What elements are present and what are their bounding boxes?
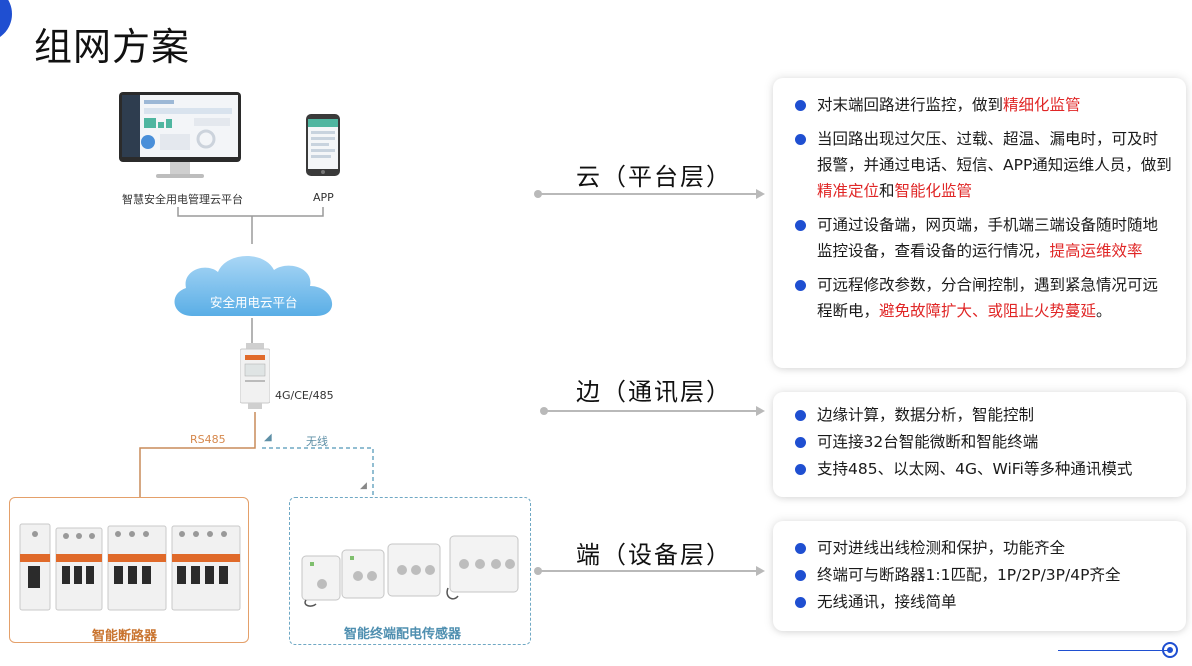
page-title: 组网方案	[34, 25, 191, 69]
bullet-dot-icon	[795, 220, 806, 231]
bullet-item: 可对进线出线检测和保护，功能齐全	[793, 535, 1172, 561]
bullet-text: 对末端回路进行监控，做到	[817, 96, 1004, 114]
gateway-icon	[239, 343, 271, 409]
platform-label: 智慧安全用电管理云平台	[122, 193, 243, 206]
layer-label-edge: 边（通讯层）	[576, 378, 732, 406]
diagram-connectors	[139, 207, 374, 497]
arrow-line-cloud	[538, 193, 756, 195]
bullet-item: 终端可与断路器1:1匹配，1P/2P/3P/4P齐全	[793, 562, 1172, 588]
highlight-text: 提高运维效率	[1049, 242, 1143, 260]
footer-line	[1058, 650, 1168, 651]
bullet-text: 终端可与断路器1:1匹配，1P/2P/3P/4P齐全	[817, 566, 1121, 584]
bullet-text: 可远程修改参数，分合闸控制，遇到紧急情况可远程断电，	[817, 276, 1159, 320]
bullet-item: 可远程修改参数，分合闸控制，遇到紧急情况可远程断电，避免故障扩大、或阻止火势蔓延…	[793, 272, 1172, 324]
bullet-text: 边缘计算，数据分析，智能控制	[817, 406, 1035, 424]
sensor-label: 智能终端配电传感器	[344, 627, 462, 642]
bullet-item: 可通过设备端，网页端，手机端三端设备随时随地监控设备，查看设备的运行情况，提高运…	[793, 212, 1172, 264]
arrow-head-device	[756, 566, 765, 576]
layer-label-cloud: 云（平台层）	[576, 163, 732, 191]
cloud-icon	[164, 246, 346, 322]
sensor-image	[298, 528, 524, 610]
bullet-dot-icon	[795, 464, 806, 475]
highlight-text: 精准定位	[817, 182, 880, 200]
bullet-dot-icon	[795, 570, 806, 581]
arrow-line-device	[538, 570, 756, 572]
highlight-text: 精细化监管	[1003, 96, 1081, 114]
app-label: APP	[313, 191, 334, 204]
target-icon	[1162, 642, 1178, 658]
cloud-label: 安全用电云平台	[210, 295, 298, 310]
bullet-text: 可通过设备端，网页端，手机端三端设备随时随地监控设备，查看设备的运行情况，	[817, 216, 1159, 260]
phone-icon	[305, 113, 341, 177]
sensor-box	[289, 497, 531, 645]
bullet-text: 。	[1096, 302, 1112, 320]
bullet-text: 支持485、以太网、4G、WiFi等多种通讯模式	[817, 460, 1133, 478]
bullet-text: 可连接32台智能微断和智能终端	[817, 433, 1039, 451]
arrow-head-edge	[756, 406, 765, 416]
bullet-item: 对末端回路进行监控，做到精细化监管	[793, 92, 1172, 118]
bullet-dot-icon	[795, 437, 806, 448]
bullet-dot-icon	[795, 100, 806, 111]
panel-edge-list: 边缘计算，数据分析，智能控制可连接32台智能微断和智能终端支持485、以太网、4…	[773, 392, 1186, 482]
arrow-line-edge	[544, 410, 756, 412]
bullet-text: 当回路出现过欠压、过载、超温、漏电时，可及时报警，并通过电话、短信、APP通知运…	[817, 130, 1172, 174]
rs485-label: RS485	[190, 433, 226, 446]
bullet-item: 无线通讯，接线简单	[793, 589, 1172, 615]
layer-label-device: 端（设备层）	[576, 541, 732, 569]
wifi-icon: ◢	[264, 432, 272, 443]
highlight-text: 智能化监管	[894, 182, 973, 200]
panel-cloud: 对末端回路进行监控，做到精细化监管当回路出现过欠压、过载、超温、漏电时，可及时报…	[773, 78, 1186, 368]
gateway-label: 4G/CE/485	[275, 389, 334, 402]
monitor-icon	[118, 92, 242, 182]
breaker-label: 智能断路器	[92, 629, 158, 644]
panel-device-list: 可对进线出线检测和保护，功能齐全终端可与断路器1:1匹配，1P/2P/3P/4P…	[773, 521, 1186, 615]
bullet-item: 支持485、以太网、4G、WiFi等多种通讯模式	[793, 456, 1172, 482]
breaker-box	[9, 497, 249, 643]
highlight-text: 避免故障扩大、或阻止火势蔓延	[879, 302, 1097, 320]
bullet-item: 边缘计算，数据分析，智能控制	[793, 402, 1172, 428]
bullet-item: 当回路出现过欠压、过载、超温、漏电时，可及时报警，并通过电话、短信、APP通知运…	[793, 126, 1172, 204]
bullet-text: 和	[879, 182, 895, 200]
bullet-dot-icon	[795, 597, 806, 608]
panel-device: 可对进线出线检测和保护，功能齐全终端可与断路器1:1匹配，1P/2P/3P/4P…	[773, 521, 1186, 631]
bullet-text: 可对进线出线检测和保护，功能齐全	[817, 539, 1066, 557]
panel-edge: 边缘计算，数据分析，智能控制可连接32台智能微断和智能终端支持485、以太网、4…	[773, 392, 1186, 497]
wifi-icon-small: ◢	[360, 481, 367, 491]
wireless-label: 无线	[306, 435, 328, 448]
bullet-dot-icon	[795, 134, 806, 145]
bullet-dot-icon	[795, 280, 806, 291]
bullet-dot-icon	[795, 410, 806, 421]
bullet-text: 无线通讯，接线简单	[817, 593, 957, 611]
panel-cloud-list: 对末端回路进行监控，做到精细化监管当回路出现过欠压、过载、超温、漏电时，可及时报…	[773, 78, 1186, 324]
breaker-image	[18, 522, 242, 614]
bullet-item: 可连接32台智能微断和智能终端	[793, 429, 1172, 455]
arrow-head-cloud	[756, 189, 765, 199]
bullet-dot-icon	[795, 543, 806, 554]
